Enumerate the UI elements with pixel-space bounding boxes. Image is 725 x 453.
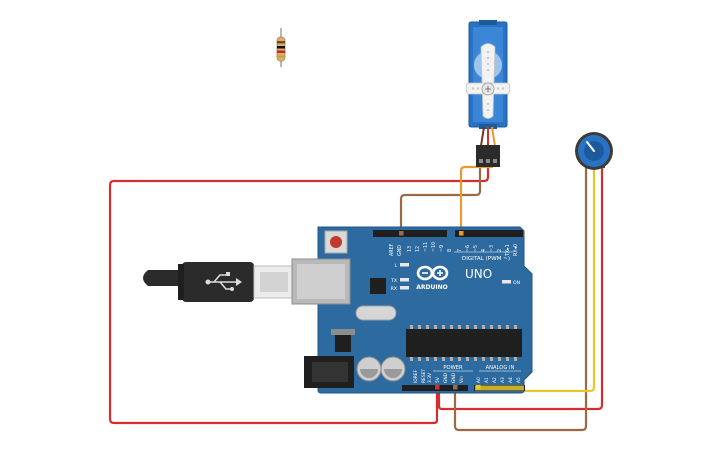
wire-red-5v-to-servo[interactable] bbox=[108, 166, 490, 425]
pin-label-2: 2 bbox=[497, 249, 503, 252]
pin-label-5: ~5 bbox=[473, 245, 479, 252]
pin-label-a5: A5 bbox=[516, 377, 522, 383]
servo-motor[interactable] bbox=[465, 20, 511, 167]
pin-label-a3: A3 bbox=[500, 377, 506, 383]
led-label-on: ON bbox=[513, 280, 520, 286]
led-label-tx: TX bbox=[390, 278, 397, 284]
wire-orange-signal[interactable] bbox=[459, 160, 496, 240]
pin-label-vin: Vin bbox=[459, 376, 465, 383]
led-label-rx: RX bbox=[391, 286, 397, 292]
pin-label-reset: RESET bbox=[421, 369, 427, 383]
potentiometer-knob-indicator[interactable] bbox=[586, 141, 595, 152]
pin-label-gnd2: GND bbox=[451, 372, 457, 383]
potentiometer[interactable] bbox=[575, 132, 613, 170]
pin-label-8: 8 bbox=[447, 249, 453, 252]
pin-label-3v3: 3.3V bbox=[427, 373, 433, 383]
pin-label-9: ~9 bbox=[439, 245, 445, 252]
pin-label-4: 4 bbox=[481, 249, 487, 252]
digital-header-label: DIGITAL (PWM ~) bbox=[462, 256, 510, 262]
usb-chip bbox=[370, 278, 386, 294]
pin-label-tx1: TX▸1 bbox=[505, 244, 511, 257]
model-text: UNO bbox=[465, 267, 492, 281]
resistor[interactable] bbox=[276, 28, 286, 67]
analog-pin-header[interactable] bbox=[474, 385, 525, 391]
usb-cable[interactable] bbox=[143, 262, 295, 302]
power-label: POWER bbox=[443, 365, 463, 371]
wire-red-5v-to-pot[interactable] bbox=[437, 164, 604, 411]
atmega-chip bbox=[406, 329, 522, 357]
pin-label-11: ~11 bbox=[423, 242, 429, 252]
pin-label-aref: AREF bbox=[389, 243, 395, 256]
pin-label-rx0: RX◂0 bbox=[513, 244, 519, 256]
pin-label-a4: A4 bbox=[508, 377, 514, 383]
pin-label-7: 7 bbox=[457, 249, 463, 252]
pin-label-a2: A2 bbox=[492, 377, 498, 383]
pin-label-a0: A0 bbox=[476, 377, 482, 383]
arduino-logo: ARDUINO UNO bbox=[416, 265, 492, 291]
digital-pin-header[interactable] bbox=[373, 230, 523, 237]
wire-endpoints bbox=[399, 231, 481, 390]
pin-label-6: ~6 bbox=[465, 245, 471, 252]
pin-label-10: ~10 bbox=[431, 242, 437, 252]
arduino-uno[interactable]: AREF GND 13 12 ~11 ~10 ~9 8 7 ~6 ~5 4 ~3… bbox=[291, 226, 533, 394]
pin-label-ioref: IOREF bbox=[413, 369, 419, 383]
voltage-regulator bbox=[335, 334, 351, 352]
led-label-l: L bbox=[394, 263, 397, 269]
crystal-oscillator bbox=[355, 305, 397, 321]
capacitors bbox=[356, 356, 406, 382]
pin-label-12: 12 bbox=[415, 246, 421, 252]
reset-button[interactable] bbox=[324, 230, 348, 254]
servo-connector[interactable] bbox=[476, 145, 500, 167]
pin-label-a1: A1 bbox=[484, 377, 490, 383]
servo-horn[interactable] bbox=[465, 43, 511, 119]
wire-brown-gnd-to-servo[interactable] bbox=[399, 166, 482, 240]
pin-label-13: 13 bbox=[407, 246, 413, 252]
usb-icon bbox=[205, 272, 242, 291]
pin-label-gnd1: GND bbox=[443, 372, 449, 383]
analog-in-label: ANALOG IN bbox=[486, 365, 515, 371]
pin-label-gnd: GND bbox=[397, 245, 403, 256]
pin-label-5v: 5V bbox=[435, 377, 441, 383]
logo-text: ARDUINO bbox=[416, 284, 447, 291]
wire-brown-gnd-to-pot[interactable] bbox=[453, 164, 588, 432]
pin-label-3: ~3 bbox=[489, 245, 495, 252]
status-leds: L TX RX ON bbox=[390, 263, 520, 292]
